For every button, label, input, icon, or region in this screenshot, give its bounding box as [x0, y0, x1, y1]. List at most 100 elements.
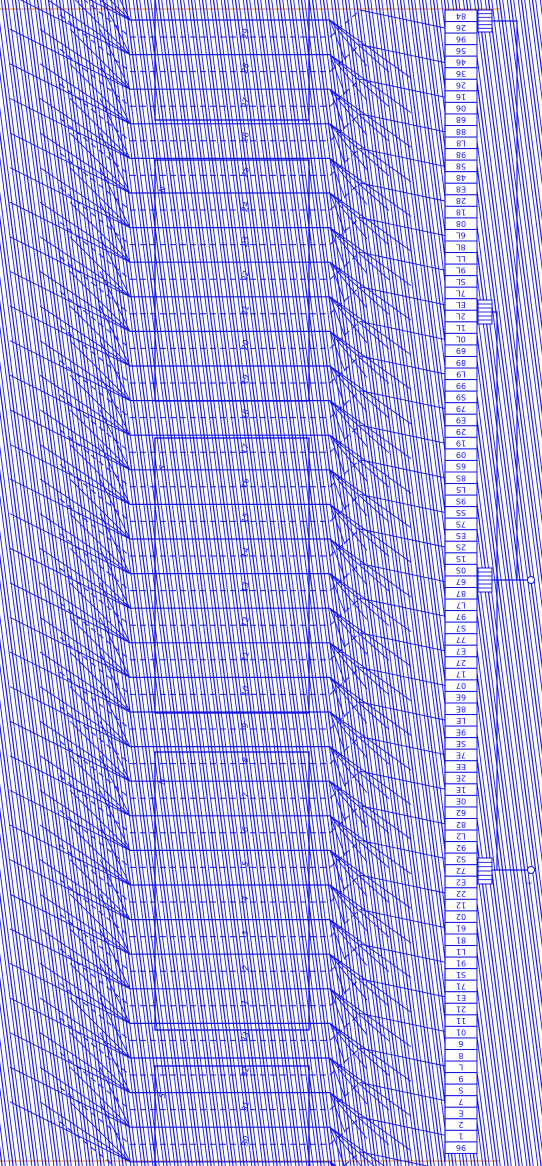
right-coil-diagonal	[329, 331, 346, 372]
commutator-segment-label: 9S	[456, 496, 466, 505]
left-coil-diagonal	[69, 997, 131, 1059]
right-coil-diagonal	[329, 1057, 412, 1117]
left-coil-diagonal	[39, 617, 131, 678]
left-coil-diagonal	[99, 63, 131, 125]
commutator-segment-label: 89	[456, 358, 466, 367]
left-coil-line	[0, 891, 36, 1166]
left-coil-line	[264, 0, 418, 1166]
left-coil-diagonal	[39, 132, 131, 194]
right-coil-dashed	[329, 909, 361, 937]
right-coil-lead	[359, 1012, 446, 1032]
left-coil-diagonal	[102, 0, 131, 55]
left-coil-dashed	[59, 602, 131, 661]
left-coil-diagonal	[9, 1101, 131, 1163]
left-coil-dashed	[59, 637, 131, 695]
right-coil-diagonal	[329, 469, 368, 517]
left-coil-dashed	[59, 810, 131, 868]
left-coil-line	[0, 191, 127, 1166]
left-coil-line	[293, 0, 446, 1166]
left-coil-diagonal	[47, 0, 131, 55]
commutator-segment-label: 9L	[456, 265, 466, 274]
right-coil-dashed	[329, 286, 361, 315]
left-coil-diagonal	[99, 28, 131, 90]
right-coil-diagonal	[329, 780, 412, 840]
left-coil-dashed	[59, 567, 131, 626]
left-coil-line	[0, 917, 33, 1166]
left-coil-line	[502, 0, 542, 306]
right-coil-dashed	[329, 148, 361, 176]
left-coil-dashed	[59, 118, 131, 176]
commutator-segment-label: 72	[456, 866, 466, 875]
commutator-segment-label: 81	[456, 935, 466, 944]
commutator-segment-label: 07	[456, 681, 466, 690]
left-coil-diagonal	[99, 547, 131, 609]
right-coil-diagonal	[329, 608, 346, 649]
slot-number-label: 4	[241, 895, 251, 902]
left-coil-diagonal	[39, 824, 131, 886]
right-coil-diagonal	[329, 19, 412, 79]
left-coil-dashed	[59, 533, 131, 591]
left-coil-line	[245, 0, 399, 1166]
left-coil-line	[355, 0, 509, 1166]
left-coil-diagonal	[9, 201, 131, 263]
slot-number-label: 23	[240, 235, 251, 247]
right-coil-diagonal	[329, 884, 412, 944]
commutator-segment-label: 08	[456, 219, 466, 228]
left-coil-dashed	[59, 83, 131, 142]
left-coil-line	[99, 0, 253, 1166]
right-coil-diagonal	[329, 435, 346, 476]
slot-number-label: 21	[240, 305, 251, 317]
right-coil-diagonal	[329, 607, 412, 667]
slot-number-label: 19	[240, 374, 251, 386]
right-coil-diagonal	[329, 1057, 368, 1105]
commutator-segment-label: LL	[456, 254, 465, 263]
left-coil-dashed	[59, 187, 131, 245]
left-coil-line	[212, 0, 366, 1166]
right-coil-diagonal	[329, 400, 346, 441]
commutator-segment-label: EE	[456, 762, 466, 771]
left-coil-diagonal	[39, 928, 131, 990]
right-coil-diagonal	[329, 434, 412, 494]
output-label-negative: -	[525, 591, 534, 594]
left-coil-line	[88, 0, 242, 1166]
left-coil-line	[135, 0, 289, 1166]
commutator-segment-label: L9	[456, 369, 466, 378]
left-coil-diagonal	[99, 305, 131, 367]
left-coil-line	[249, 0, 402, 1166]
right-coil-lead	[359, 78, 446, 98]
left-coil-diagonal	[99, 893, 131, 955]
commutator-segment-label: 8	[458, 1051, 463, 1060]
left-coil-diagonal	[99, 686, 131, 747]
left-coil-line	[33, 0, 187, 1166]
commutator-segment-label: 1L	[456, 323, 466, 332]
right-coil-lead	[359, 701, 446, 721]
right-coil-lead	[359, 1047, 446, 1067]
commutator-segment-label: 6L	[456, 231, 466, 240]
right-coil-diagonal	[329, 780, 368, 828]
right-coil-diagonal	[329, 262, 346, 303]
right-coil-lead	[359, 355, 446, 375]
brush-connections: -+	[477, 9, 535, 886]
left-coil-diagonal	[69, 478, 131, 540]
right-coil-diagonal	[329, 227, 412, 286]
right-coil-diagonal	[329, 642, 412, 702]
commutator-segment-label: 77	[456, 635, 466, 644]
commutator-segment-label: E8	[456, 185, 466, 194]
left-coil-line	[271, 0, 424, 1166]
slot-number-label: 1	[241, 999, 251, 1006]
right-coil-diagonal	[329, 365, 412, 425]
right-coil-diagonal	[329, 123, 368, 171]
left-coil-line	[0, 155, 132, 1166]
right-coil-diagonal	[329, 573, 346, 614]
left-coil-dashed	[59, 913, 131, 972]
left-coil-diagonal	[119, 0, 131, 21]
left-coil-diagonal	[99, 928, 131, 990]
left-coil-diagonal	[69, 1101, 131, 1163]
left-coil-dashed	[59, 360, 131, 418]
right-coil-dashed	[329, 770, 361, 799]
right-coil-diagonal	[329, 850, 412, 909]
slot-number-label: 11	[240, 651, 251, 663]
slot-number-label: 18	[240, 408, 251, 420]
right-coil-lead	[359, 839, 446, 859]
left-coil-diagonal	[69, 513, 131, 574]
